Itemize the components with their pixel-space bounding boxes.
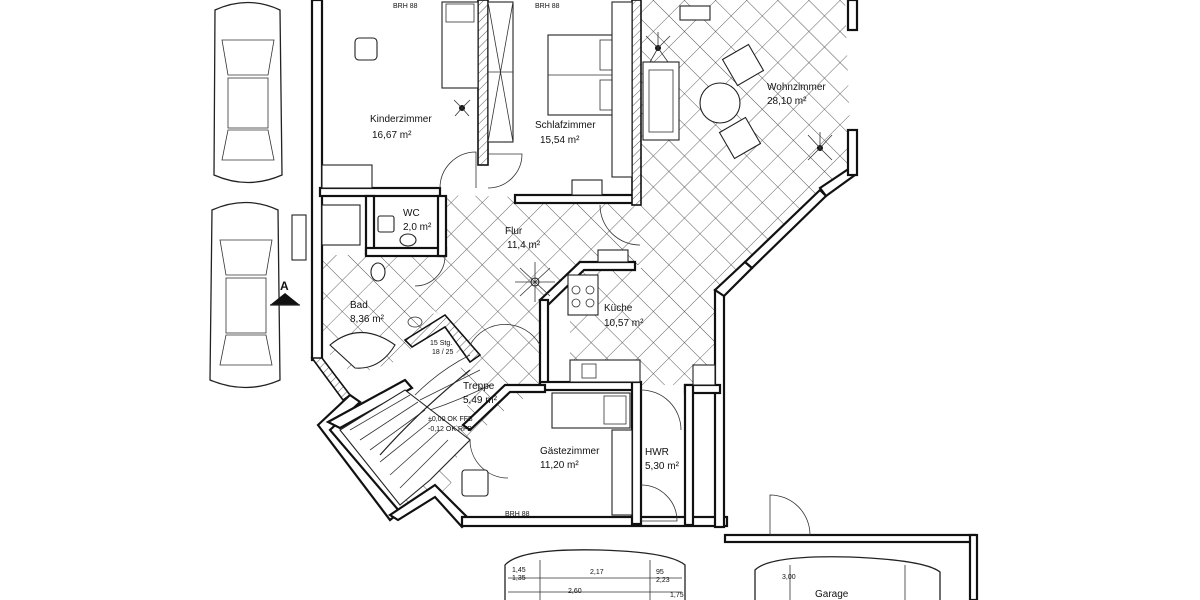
- section-marker: [270, 293, 300, 306]
- dimension-label: 1,75: [670, 592, 684, 599]
- plant-icon: [453, 99, 471, 117]
- room-area-gaestezimmer: 11,20 m²: [540, 460, 579, 471]
- room-name-wohnzimmer: Wohnzimmer: [767, 82, 826, 93]
- room-area-bad: 8,36 m²: [350, 314, 385, 325]
- room-area-wohnzimmer: 28,10 m²: [767, 96, 807, 107]
- room-name-treppe: Treppe: [463, 381, 495, 392]
- interior-walls: [318, 0, 722, 527]
- room-area-flur: 11,4 m²: [507, 240, 541, 251]
- exterior-walls: [310, 0, 979, 600]
- furniture: [321, 1, 833, 516]
- car-mid-left: [209, 201, 281, 389]
- car-bottom-middle: [504, 549, 686, 600]
- dimension-label: 1,35: [512, 575, 526, 582]
- floor-rosette-icon: [515, 262, 555, 302]
- section-mark-label: A: [280, 279, 289, 293]
- room-area-treppe: 5,49 m²: [463, 395, 498, 406]
- room-name-hwr: HWR: [645, 447, 669, 458]
- room-area-kueche: 10,57 m²: [604, 318, 644, 329]
- level-label: -0,12 OK RFB: [428, 426, 472, 433]
- dimension-labels: 1,45 1,35 2,17 95 2,23 2,60 1,75 3,00: [512, 567, 796, 599]
- dimension-label: 3,00: [782, 574, 796, 581]
- plant-icon: [645, 32, 671, 63]
- room-area-hwr: 5,30 m²: [645, 461, 680, 472]
- car-garage: [754, 556, 941, 600]
- brh-label: BRH 88: [535, 3, 560, 10]
- doors: [414, 151, 811, 536]
- room-name-kueche: Küche: [604, 303, 633, 314]
- room-name-kinderzimmer: Kinderzimmer: [370, 114, 432, 125]
- room-name-flur: Flur: [505, 226, 523, 237]
- room-name-bad: Bad: [350, 300, 368, 311]
- level-label: ±0,00 OK FFB: [428, 416, 473, 423]
- brh-label: BRH 88: [505, 511, 530, 518]
- annotation-labels: BRH 88 BRH 88 BRH 88 15 Stg. 18 / 25 ±0,…: [280, 3, 560, 518]
- room-area-schlafzimmer: 15,54 m²: [540, 135, 580, 146]
- dimension-label: 2,60: [568, 588, 582, 595]
- room-name-gaestezimmer: Gästezimmer: [540, 446, 600, 457]
- dimension-label: 1,45: [512, 567, 526, 574]
- stair-steps-label: 15 Stg.: [430, 340, 452, 347]
- dimension-label: 95: [656, 569, 664, 576]
- brh-label: BRH 88: [393, 3, 418, 10]
- stair-dims-label: 18 / 25: [432, 349, 454, 356]
- plant-icon: [807, 132, 833, 161]
- room-area-wc: 2,0 m²: [403, 222, 432, 233]
- dimension-label: 2,17: [590, 569, 604, 576]
- room-name-garage: Garage: [815, 589, 849, 600]
- room-labels: Kinderzimmer 16,67 m² Schlafzimmer 15,54…: [350, 82, 849, 600]
- room-name-wc: WC: [403, 208, 420, 219]
- room-area-kinderzimmer: 16,67 m²: [372, 130, 412, 141]
- staircase: [339, 354, 491, 506]
- car-top-left: [213, 1, 283, 184]
- room-name-schlafzimmer: Schlafzimmer: [535, 120, 596, 131]
- dimension-label: 2,23: [656, 577, 670, 584]
